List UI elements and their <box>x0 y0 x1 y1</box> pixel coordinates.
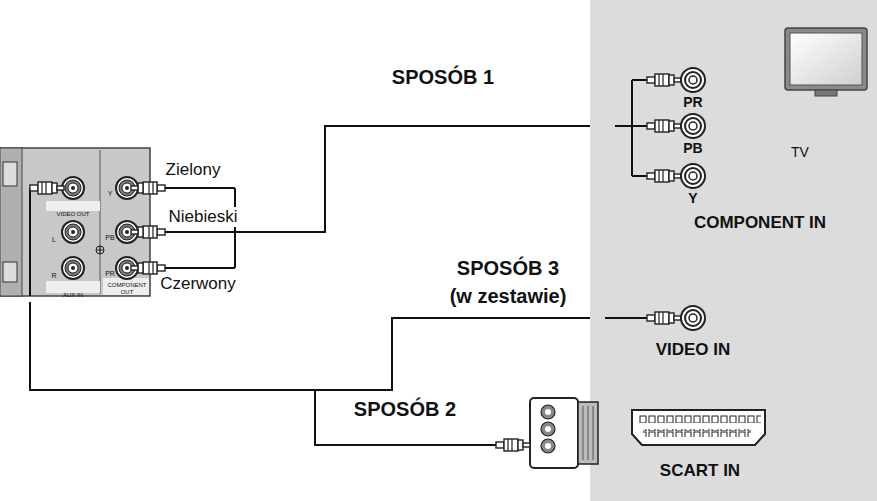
rca-jack <box>681 68 705 92</box>
text-holder: AUX IN <box>63 283 83 301</box>
device-back-panel: VIDEO OUT AUX IN COMPONENT OUT <box>0 148 152 302</box>
text-holder: PB <box>105 226 114 244</box>
text-holder: VIDEO OUT <box>56 202 89 220</box>
wire-color: Zielony <box>164 160 223 180</box>
tv-icon <box>785 28 867 96</box>
jack-label: PR <box>683 94 702 110</box>
jack-label: VIDEO OUT <box>56 211 89 218</box>
jack-label: AUX IN <box>63 292 83 299</box>
text-holder: SPOSÓB 2 <box>352 398 458 421</box>
rca-jack <box>681 306 705 330</box>
text-holder: Niebieski <box>167 207 240 227</box>
jack-label: Y <box>688 190 697 206</box>
jack-label: L <box>52 236 56 244</box>
scart-input: SCART IN <box>625 400 800 497</box>
text-holder: L <box>52 228 56 246</box>
jack-label: COMPONENT OUT <box>107 282 147 296</box>
rca-plug <box>647 170 681 182</box>
rca-plug <box>647 120 681 132</box>
rca-plug <box>30 182 64 194</box>
device-name: TV <box>791 144 809 160</box>
input-name: COMPONENT IN <box>694 213 826 233</box>
rca-jack <box>681 164 705 188</box>
text-holder: Y <box>108 182 113 200</box>
text-holder: PB <box>683 139 702 157</box>
cable-connector <box>152 126 615 232</box>
cable-connector <box>30 302 605 390</box>
rca-plug <box>131 262 165 274</box>
scart-adapter <box>530 398 598 468</box>
text-holder: SPOSÓB 1 <box>390 66 496 89</box>
input-name: VIDEO IN <box>656 340 731 360</box>
wire-color: Czerwony <box>158 274 238 294</box>
text-holder: TV <box>791 143 809 161</box>
text-holder: COMPONENT IN <box>694 213 826 233</box>
tv-panel-ground <box>590 0 877 501</box>
video-input: VIDEO IN <box>605 290 780 370</box>
text-holder: VIDEO IN <box>656 340 731 360</box>
rca-plug <box>131 182 165 194</box>
text-holder: COMPONENT OUT <box>107 280 147 298</box>
rca-plug <box>647 74 681 86</box>
jack-label: Y <box>108 190 113 198</box>
cable <box>605 80 647 318</box>
connection-method-label: SPOSÓB 2 <box>352 398 458 421</box>
device-panel <box>0 148 150 296</box>
connection-method-label: SPOSÓB 3 (w zestawie) <box>446 254 570 310</box>
rca-plug <box>647 312 681 324</box>
wire-color: Niebieski <box>167 207 240 227</box>
text-holder: PR <box>105 262 115 280</box>
input-name: SCART IN <box>660 461 740 481</box>
rca-jack <box>681 114 705 138</box>
text-holder: SPOSÓB 3 (w zestawie) <box>446 254 570 310</box>
jack-label: PB <box>105 234 114 242</box>
jack-label: PB <box>683 140 702 156</box>
rca-plug <box>131 226 165 238</box>
text-holder: R <box>51 264 56 282</box>
rca-plug <box>496 439 530 451</box>
text-holder: PR <box>683 93 702 111</box>
connection-method-label: SPOSÓB 1 <box>390 66 496 89</box>
text-holder: Czerwony <box>158 274 238 294</box>
component-input-group: PR PB Y COMPONENT IN <box>615 62 865 236</box>
jack-label: R <box>51 272 56 280</box>
text-holder: SCART IN <box>660 461 740 481</box>
scart-socket <box>632 410 765 445</box>
text-holder: Y <box>688 189 697 207</box>
jack-label: PR <box>105 270 115 278</box>
text-holder: Zielony <box>164 160 223 180</box>
tv-panel: PR PB Y COMPONENT IN VIDEO IN SCART IN TV <box>590 0 877 501</box>
